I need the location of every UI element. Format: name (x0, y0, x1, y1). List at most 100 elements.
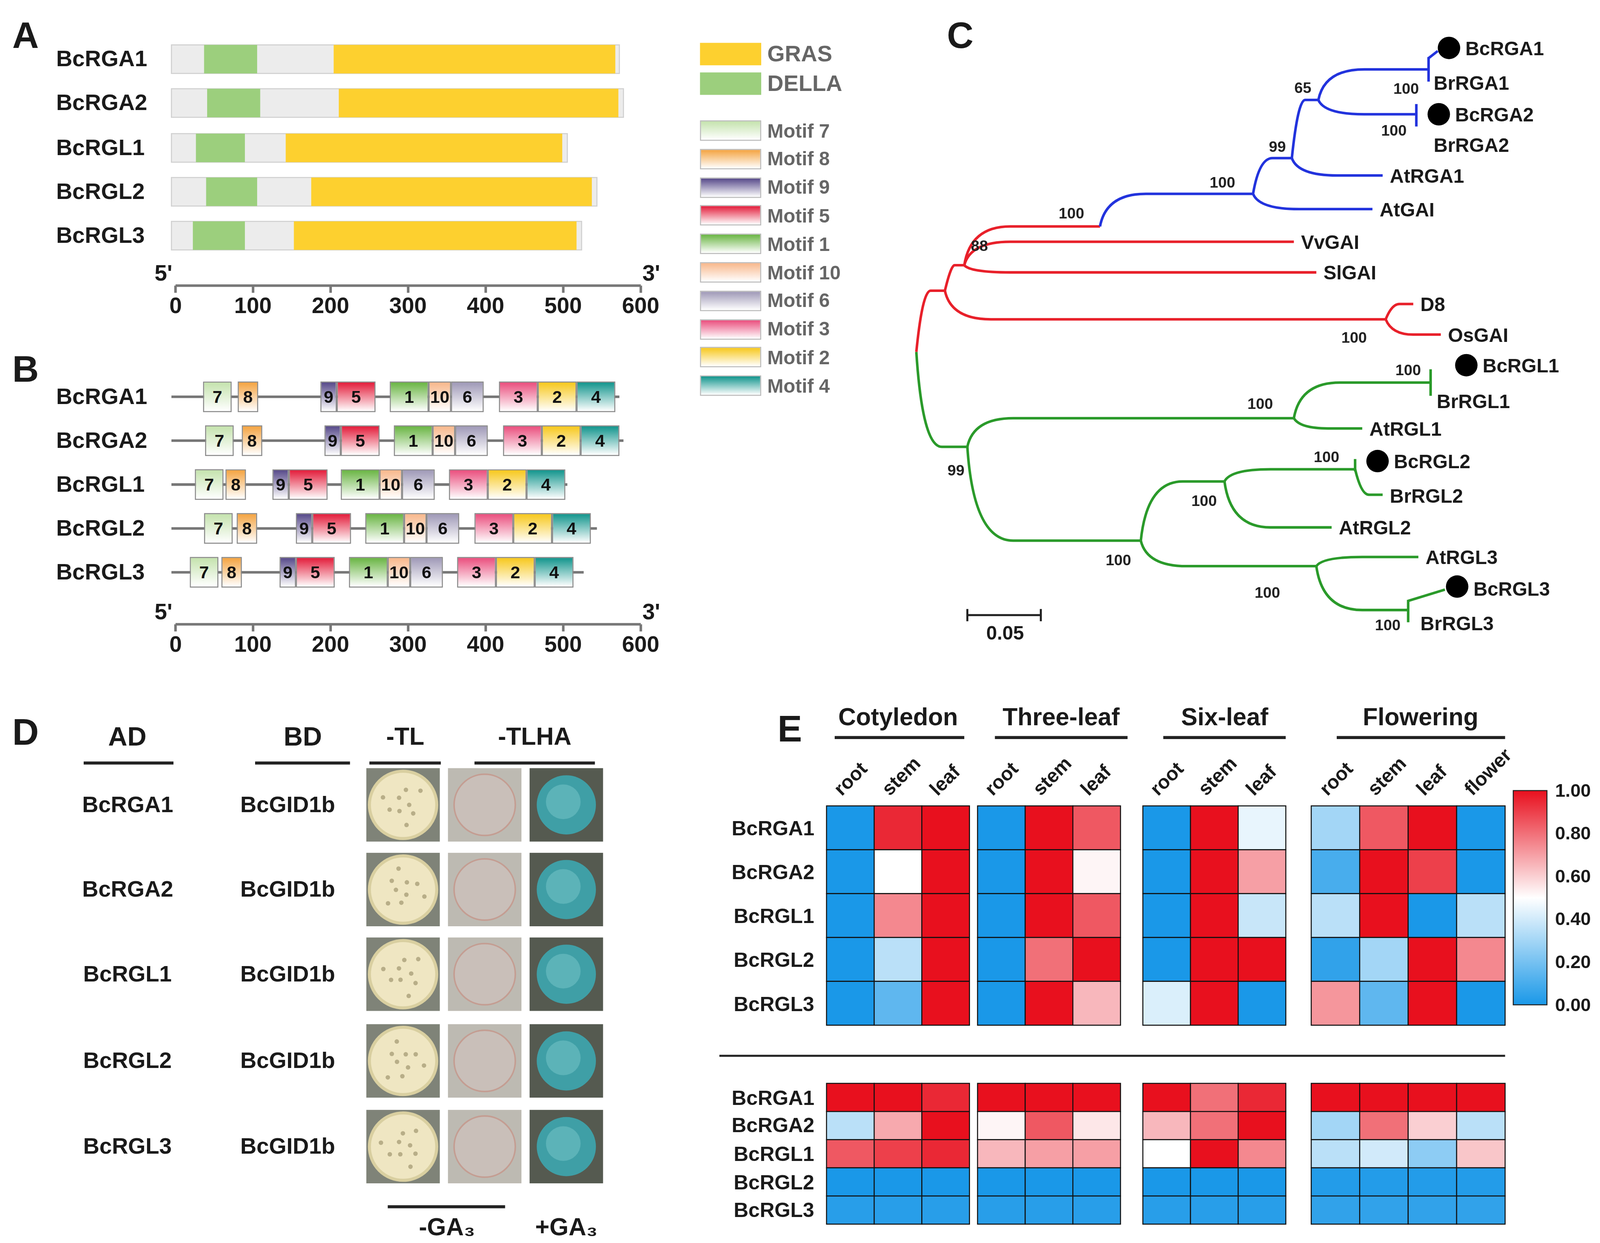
tick-label: 0 (169, 633, 182, 657)
marker-dot (1366, 450, 1389, 473)
colony-texture (403, 788, 409, 793)
marker-dot (1446, 575, 1469, 598)
motif-number: 3 (513, 388, 524, 406)
motif-number: 2 (556, 432, 567, 450)
panel-letter: D (12, 714, 39, 751)
colony-texture (396, 795, 402, 801)
motif-box: 5 (312, 513, 351, 544)
tree-leaf: AtGAI (1379, 199, 1435, 219)
motif-number: 10 (430, 388, 450, 406)
gene-name: BcRGA2 (56, 91, 148, 115)
heatmap-cell (874, 806, 922, 851)
axis-end: 5' (154, 262, 173, 285)
colony-texture (387, 807, 392, 812)
tick-label: 100 (234, 294, 272, 318)
colony-texture (400, 1131, 405, 1136)
motif-number: 8 (243, 388, 254, 406)
colony-texture (405, 1065, 411, 1070)
heatmap-cell (1311, 981, 1360, 1026)
tick-label: 100 (234, 633, 272, 657)
gras-domain (285, 133, 563, 163)
heatmap-cell (1238, 1140, 1286, 1169)
motif-box: 7 (203, 513, 233, 544)
scale-bar (1039, 609, 1042, 622)
motif-box: 8 (236, 513, 258, 544)
row-label: BcRGL2 (733, 949, 815, 970)
colony-texture (394, 1039, 399, 1044)
panel-letter: C (946, 17, 974, 55)
motif-number: 6 (421, 563, 432, 582)
heatmap-cell (1359, 981, 1408, 1026)
motif-box: 2 (513, 513, 553, 544)
colony-texture (407, 1143, 413, 1148)
row-label: BcRGL1 (733, 905, 815, 927)
tree-branch (1099, 193, 1254, 227)
heatmap-cell (1456, 1111, 1505, 1140)
motif-box: 6 (402, 469, 435, 501)
motif-number: 3 (517, 432, 528, 450)
tick-label: 400 (466, 633, 505, 657)
motif-number: 5 (326, 519, 337, 538)
tree-leaf: OsGAI (1448, 324, 1509, 345)
colony-texture (396, 1140, 402, 1145)
heatmap-cell (826, 806, 875, 851)
heatmap-cell (921, 850, 970, 895)
motif-box: 1 (365, 513, 404, 544)
motif-number: 4 (566, 519, 577, 538)
heatmap-cell (1190, 806, 1239, 851)
colony-texture (393, 887, 399, 893)
yeast-tile (366, 1024, 440, 1098)
colony-texture (380, 795, 386, 800)
scale-label: 0.05 (986, 623, 1025, 643)
motif-box: 8 (237, 381, 258, 413)
tree-branch (944, 265, 965, 291)
heatmap-cell (1025, 806, 1073, 851)
axis-tick (407, 624, 410, 632)
heatmap-cell (1456, 806, 1505, 851)
underline (1163, 736, 1286, 740)
legend-text: Motif 9 (767, 177, 830, 198)
yeast-colony (536, 860, 596, 920)
axis-tick (251, 285, 255, 293)
heatmap-cell (1143, 1111, 1191, 1140)
della-domain (207, 88, 261, 118)
colony-texture (387, 1152, 392, 1157)
legend-swatch (699, 72, 762, 95)
tree-leaf: BrRGL3 (1420, 613, 1494, 634)
yeast-tile (448, 937, 522, 1012)
heatmap-cell (826, 1111, 875, 1140)
treatment-label: -GA₃ (418, 1215, 475, 1240)
tree-branch (1291, 99, 1319, 159)
protein-bar (171, 88, 624, 118)
motif-box: 6 (410, 557, 443, 588)
heatmap-cell (874, 1083, 922, 1112)
heatmap-cell (1143, 1083, 1191, 1112)
colony-texture (389, 879, 395, 884)
motif-box: 5 (288, 469, 328, 501)
heatmap-cell (826, 1083, 875, 1112)
heatmap-cell (1359, 894, 1408, 938)
motif-number: 2 (502, 476, 513, 494)
heatmap-cell (1408, 981, 1457, 1026)
yeast-colony (454, 774, 516, 836)
gras-domain (311, 177, 592, 206)
motif-number: 10 (405, 519, 426, 538)
motif-box: 3 (474, 513, 514, 544)
tree-branch (916, 290, 945, 353)
motif-number: 7 (212, 388, 223, 406)
row-label: BcRGL1 (733, 1143, 815, 1165)
colony-texture (402, 958, 407, 963)
heatmap-cell (1311, 1111, 1360, 1140)
legend-swatch (699, 290, 762, 311)
yeast-colony (536, 944, 596, 1005)
motif-box: 1 (340, 469, 380, 501)
motif-box: 4 (534, 557, 574, 588)
tissue-label: stem (1364, 753, 1410, 799)
tree-leaf: VvGAI (1301, 232, 1360, 252)
tissue-label: root (830, 758, 871, 799)
colony-texture (404, 822, 409, 828)
heatmap-cell (874, 1196, 922, 1225)
motif-box: 10 (428, 381, 451, 413)
tree-branch (964, 241, 1294, 266)
heatmap-cell (1238, 1111, 1286, 1140)
